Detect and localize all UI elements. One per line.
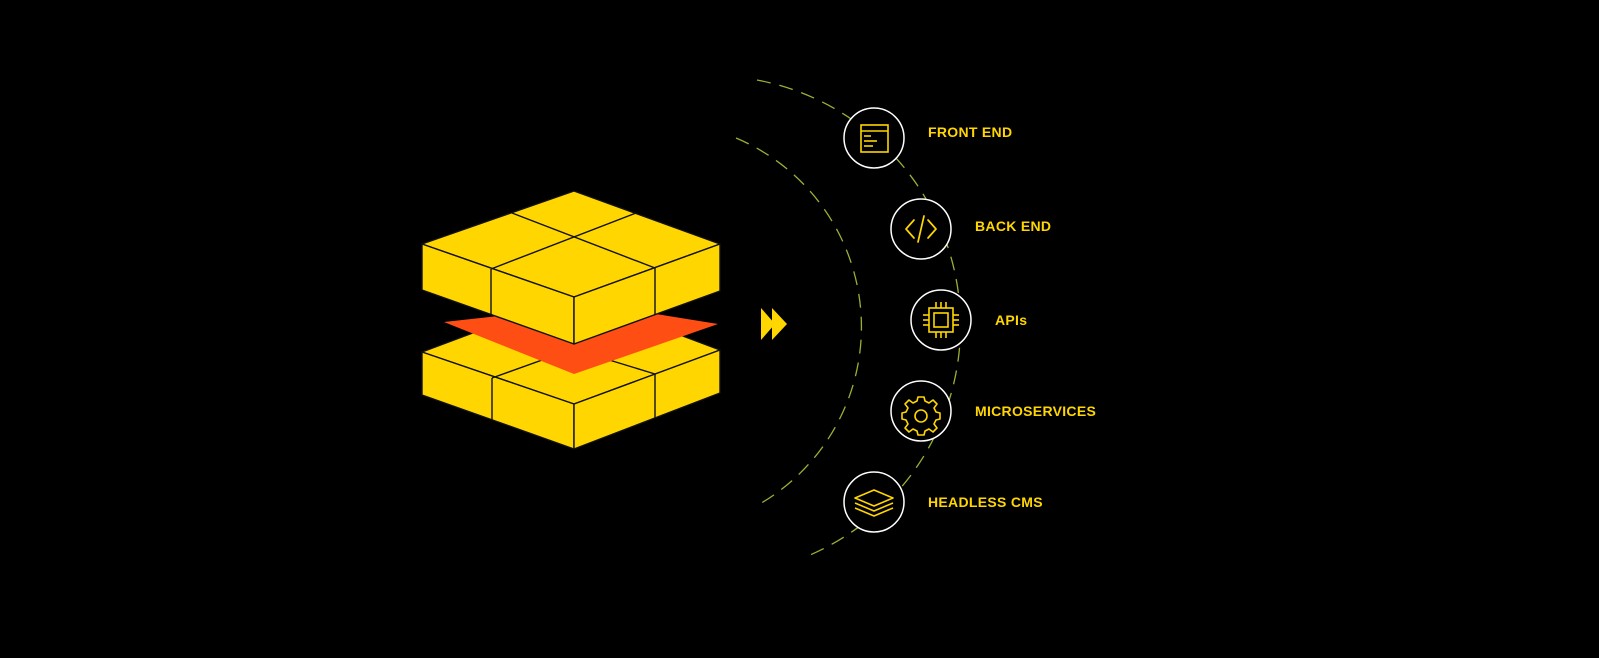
label-back-end: BACK END [975,218,1052,234]
layered-block-stack [421,190,721,450]
layers-icon [854,489,894,517]
code-brackets-icon [905,215,937,243]
fast-forward-icon [761,308,787,340]
icon-circle-microservices [890,380,952,442]
top-block-layer [421,190,721,345]
icon-circle-apis [910,289,972,351]
icon-circle-headless-cms [843,471,905,533]
gear-icon [901,396,941,436]
chip-icon [923,302,959,338]
browser-window-icon [860,124,889,153]
icon-circle-front-end [843,107,905,169]
inner-dashed-arc [735,137,863,506]
label-microservices: MICROSERVICES [975,403,1097,419]
label-front-end: FRONT END [928,124,1013,140]
label-apis: APIs [995,312,1028,328]
label-headless-cms: HEADLESS CMS [928,494,1043,510]
